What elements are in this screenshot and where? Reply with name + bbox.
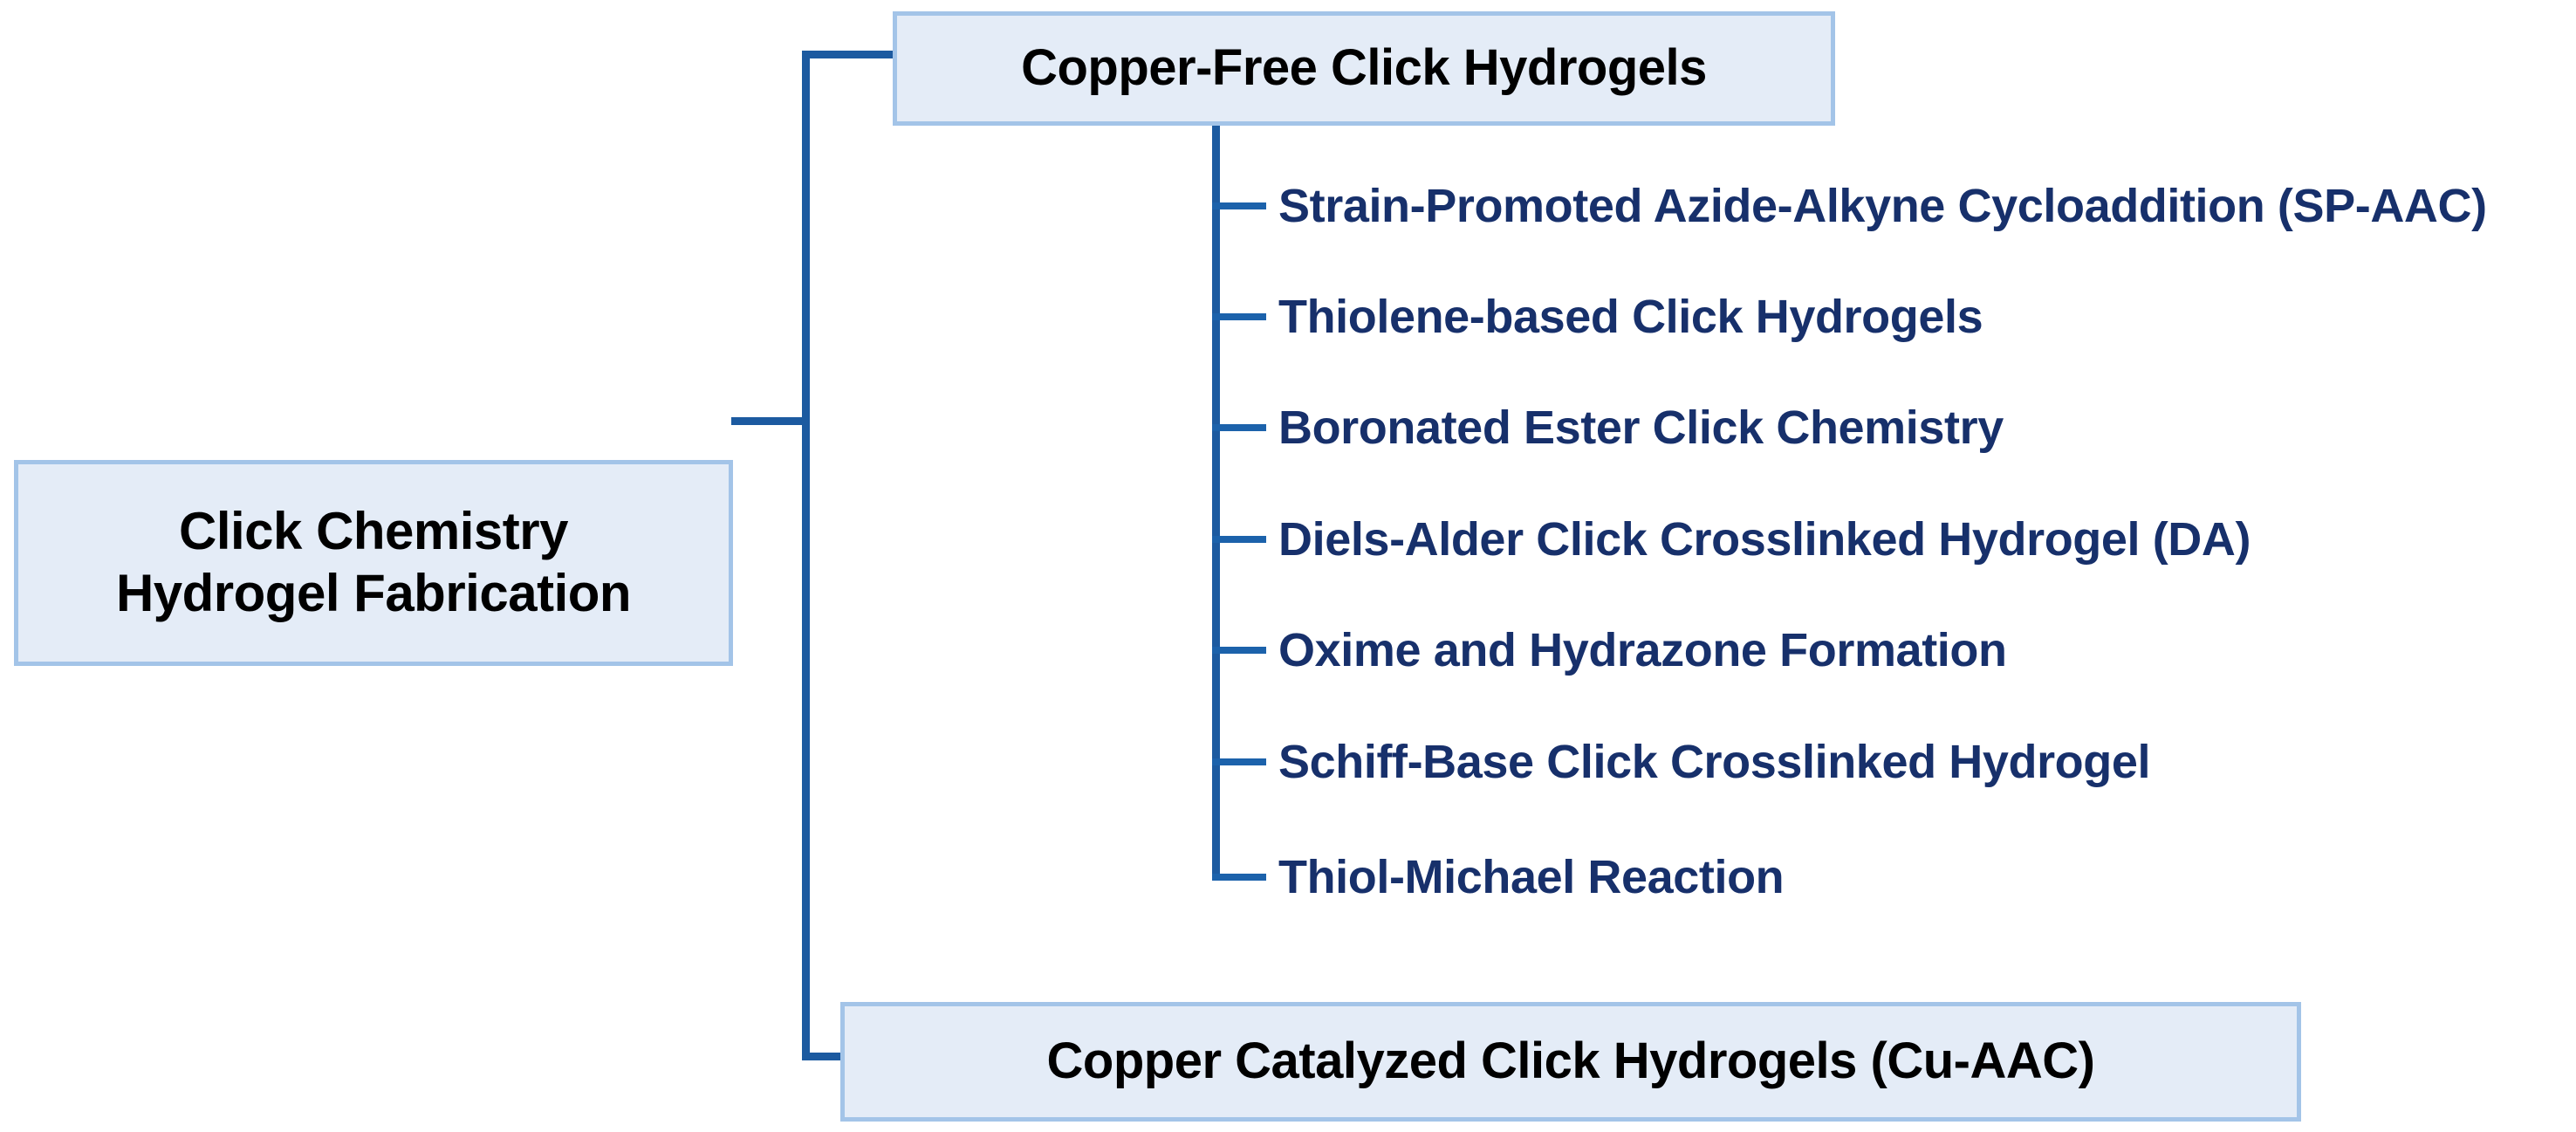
branch-node-copper-catalyzed-click-hydrogels[interactable]: Copper Catalyzed Click Hydrogels (Cu-AAC… — [840, 1002, 2301, 1122]
leaf-item-boronated-ester-click-chemistry[interactable]: Boronated Ester Click Chemistry — [1278, 401, 2004, 454]
leaf-tick-4 — [1212, 536, 1266, 543]
root-node-click-chemistry-hydrogel-fabrication[interactable]: Click Chemistry Hydrogel Fabrication — [14, 460, 733, 666]
connector-trunk-to-copper-free — [802, 51, 898, 58]
branch-node-copper-free-label: Copper-Free Click Hydrogels — [1021, 39, 1707, 97]
leaf-item-thiol-michael-reaction[interactable]: Thiol-Michael Reaction — [1278, 851, 1785, 903]
leaf-tick-7 — [1212, 874, 1266, 881]
root-node-label-line1: Click Chemistry — [178, 502, 569, 561]
leaf-item-strain-promoted-azide-alkyne-cycloaddition[interactable]: Strain-Promoted Azide-Alkyne Cycloadditi… — [1278, 180, 2487, 232]
leaf-tick-2 — [1212, 313, 1266, 320]
connector-main-trunk — [802, 51, 810, 1060]
leaf-tick-3 — [1212, 424, 1266, 431]
leaf-tick-5 — [1212, 647, 1266, 654]
connector-root-to-trunk — [731, 417, 810, 425]
leaf-item-diels-alder-click-crosslinked-hydrogel[interactable]: Diels-Alder Click Crosslinked Hydrogel (… — [1278, 513, 2251, 566]
branch-node-copper-free-click-hydrogels[interactable]: Copper-Free Click Hydrogels — [893, 11, 1835, 126]
root-node-label-wrap: Click Chemistry Hydrogel Fabrication — [100, 501, 647, 625]
leaf-item-schiff-base-click-crosslinked-hydrogel[interactable]: Schiff-Base Click Crosslinked Hydrogel — [1278, 736, 2151, 788]
leaf-tick-6 — [1212, 758, 1266, 765]
connector-sub-trunk — [1212, 125, 1220, 881]
leaf-item-oxime-and-hydrazone-formation[interactable]: Oxime and Hydrazone Formation — [1278, 624, 2007, 676]
leaf-item-thiolene-based-click-hydrogels[interactable]: Thiolene-based Click Hydrogels — [1278, 291, 1983, 343]
root-node-label-line2: Hydrogel Fabrication — [115, 564, 632, 622]
leaf-tick-1 — [1212, 202, 1266, 209]
branch-node-copper-catalyzed-label: Copper Catalyzed Click Hydrogels (Cu-AAC… — [1046, 1033, 2095, 1090]
